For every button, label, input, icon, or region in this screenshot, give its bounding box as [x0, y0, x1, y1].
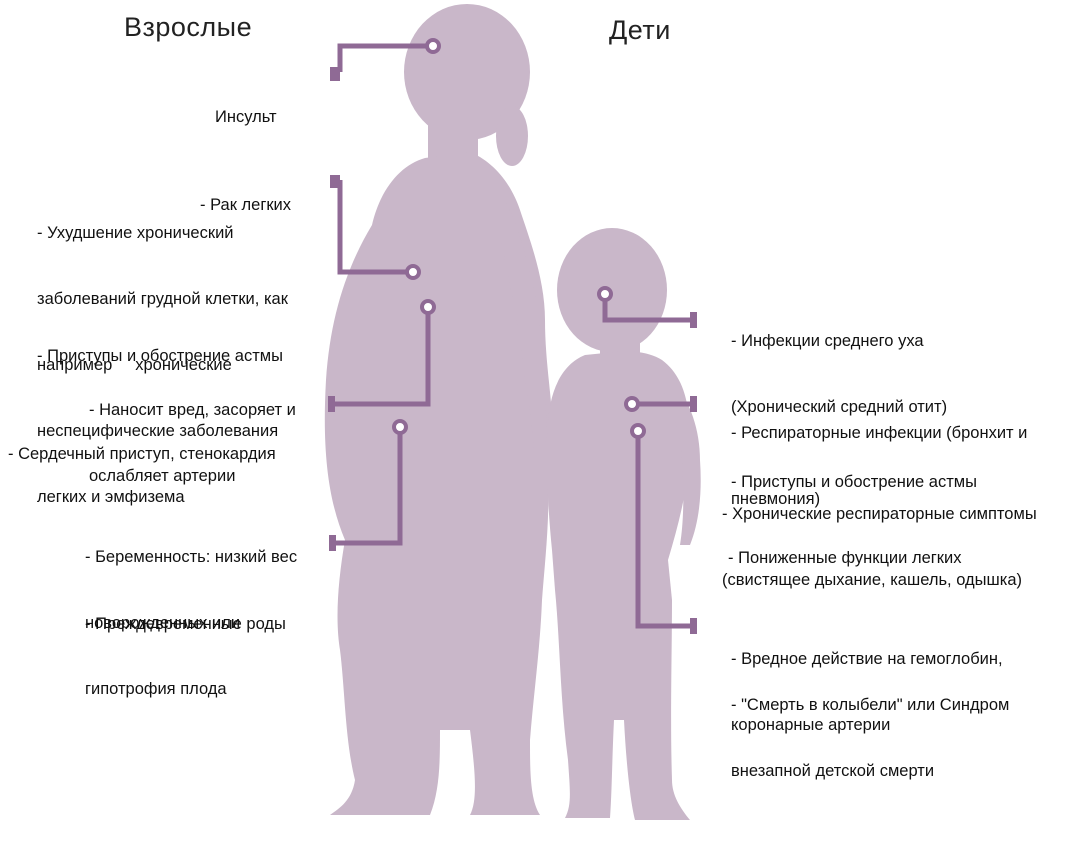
label-premature-birth: - Преждевременные роды: [85, 615, 286, 633]
connector-pregnancy-dot: [392, 419, 408, 435]
connector-heart-dot: [420, 299, 436, 315]
connectors: [328, 38, 697, 634]
label-lung-cancer: - Рак легких: [200, 196, 292, 214]
label-child-asthma: - Приступы и обострение астмы: [731, 473, 977, 491]
connector-stroke-cap: [330, 67, 340, 81]
label-sids: - "Смерть в колыбели" или Синдром внезап…: [731, 696, 1010, 780]
connector-ear-dot: [597, 286, 613, 302]
label-respiratory-infection: - Респираторные инфекции (бронхит и пнев…: [731, 424, 1028, 508]
label-stroke: Инсульт: [215, 108, 277, 126]
label-adult-asthma: - Приступы и обострение астмы: [37, 347, 283, 365]
label-chronic-respiratory: - Хронические респираторные симптомы (св…: [722, 505, 1037, 589]
label-pregnancy: - Беременность: низкий вес новорожденных…: [85, 548, 298, 698]
connector-blood: [635, 431, 690, 629]
label-chronic-chest-disease: - Ухудшение хронический заболеваний груд…: [37, 224, 288, 506]
connector-blood-dot: [630, 423, 646, 439]
connector-stroke: [337, 43, 433, 72]
label-lung-function: - Пониженные функции легких: [728, 549, 962, 567]
label-arteries: - Наносит вред, засоряет и ослабляет арт…: [89, 401, 296, 485]
connector-lungs: [337, 180, 413, 275]
connector-stroke-dot: [425, 38, 441, 54]
adult-silhouette: [324, 4, 553, 815]
connector-pregnancy: [336, 427, 403, 546]
connector-respiratory-dot: [624, 396, 640, 412]
label-hemoglobin: - Вредное действие на гемоглобин, корона…: [731, 650, 1003, 734]
heading-adults: Взрослые: [124, 12, 253, 42]
connector-lungs-dot: [405, 264, 421, 280]
connector-ear: [602, 294, 690, 323]
connector-heart: [335, 307, 431, 407]
label-heart-attack: - Сердечный приступ, стенокардия: [8, 445, 276, 463]
heading-children: Дети: [609, 15, 671, 45]
child-silhouette: [547, 228, 701, 820]
label-ear-infection: - Инфекции среднего уха (Хронический сре…: [731, 332, 948, 416]
